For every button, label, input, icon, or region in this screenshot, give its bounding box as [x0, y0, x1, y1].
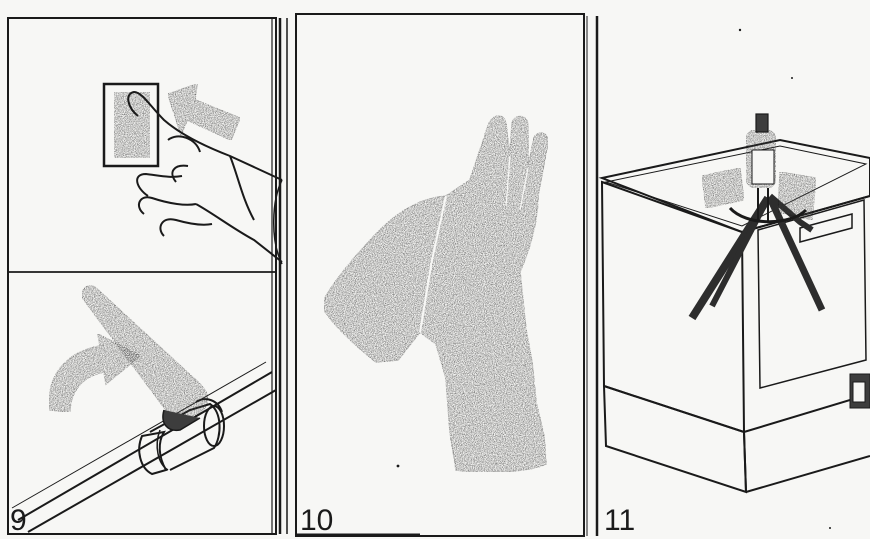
push-button-illustration — [104, 84, 158, 166]
panel-11 — [587, 16, 870, 536]
panel-number-11: 11 — [604, 506, 635, 536]
panel-9 — [8, 18, 287, 534]
panel-number-9: 9 — [10, 506, 27, 536]
panel-10 — [296, 14, 584, 536]
panel-number-10: 10 — [300, 506, 333, 536]
protective-glove — [324, 116, 548, 472]
